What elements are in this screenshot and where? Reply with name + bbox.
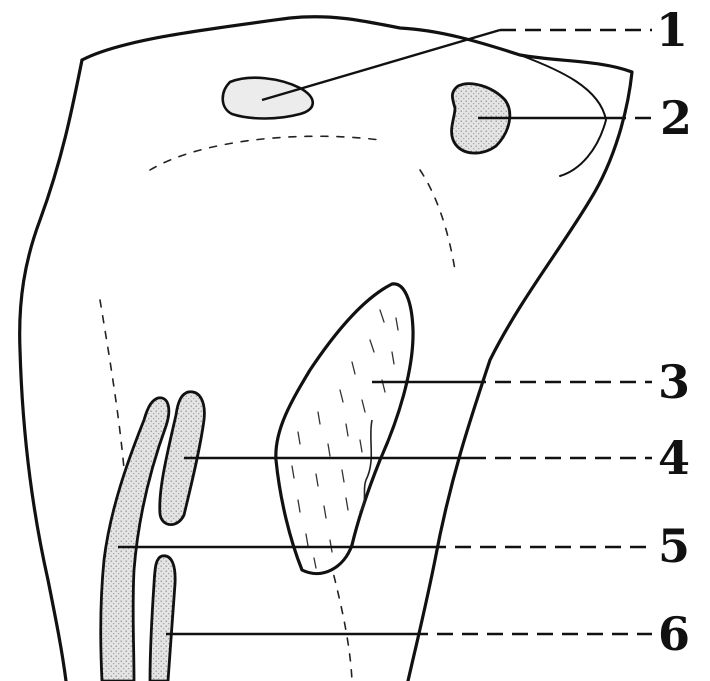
label-5: 5 bbox=[658, 519, 690, 573]
central-area bbox=[276, 284, 413, 574]
label-3: 3 bbox=[658, 355, 690, 409]
label-2: 2 bbox=[660, 91, 692, 145]
label-4: 4 bbox=[658, 431, 690, 485]
number-labels: 1 2 3 4 5 6 bbox=[656, 3, 692, 661]
lower-bar bbox=[150, 556, 175, 681]
label-6: 6 bbox=[658, 607, 690, 661]
label-1: 1 bbox=[656, 3, 688, 57]
